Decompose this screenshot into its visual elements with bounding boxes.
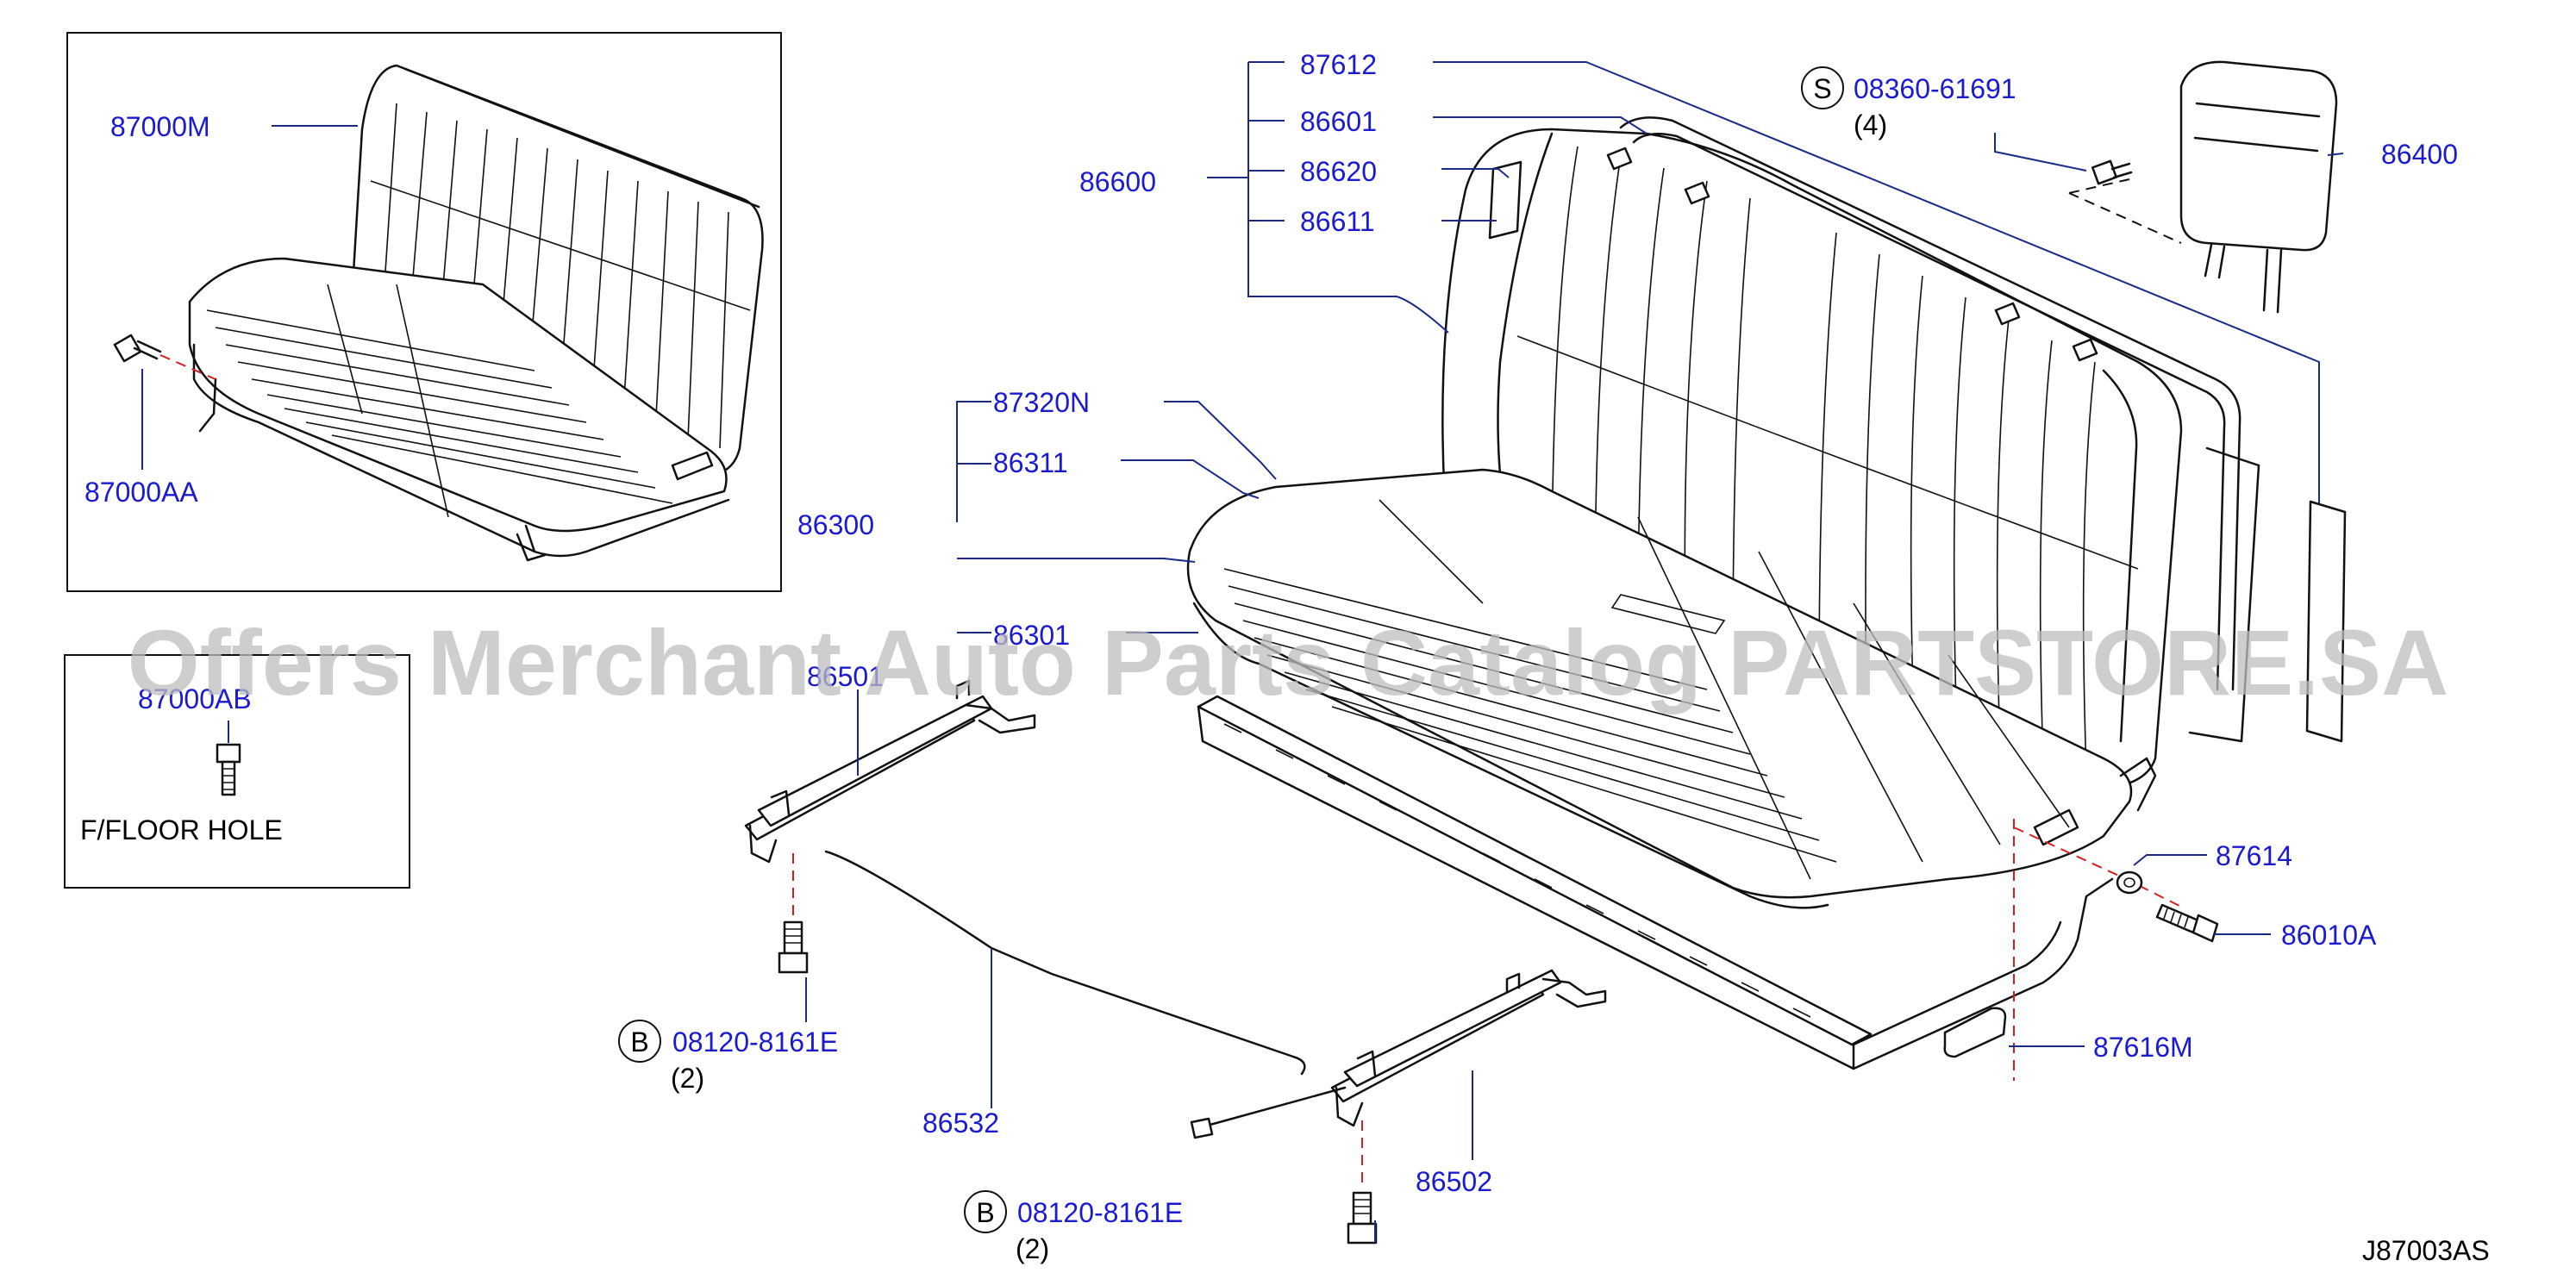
label-86010A[interactable]: 86010A — [2281, 920, 2377, 951]
label-86301[interactable]: 86301 — [993, 620, 1070, 651]
symbol-b2: B — [976, 1197, 994, 1228]
bolt-08120b-icon — [1347, 1191, 1378, 1245]
symbol-b1: B — [630, 1026, 648, 1058]
leader-lines — [805, 61, 2344, 1243]
label-qty-2-a: (2) — [671, 1063, 704, 1094]
label-87320N[interactable]: 87320N — [993, 387, 1090, 418]
headrest-86400-drawing — [2179, 60, 2338, 314]
symbol-s: S — [1813, 73, 1831, 104]
watermark: Offers Merchant Auto Parts Catalog PARTS… — [128, 610, 2448, 714]
complete-seat-drawing — [188, 64, 764, 562]
dash-86010A — [2013, 827, 2182, 908]
label-86311[interactable]: 86311 — [993, 447, 1068, 478]
label-86601[interactable]: 86601 — [1300, 106, 1377, 137]
symbol-b1-circle: B — [618, 1020, 661, 1063]
inset-floor-hole-box — [64, 654, 410, 889]
inset-complete-seat-box — [66, 32, 782, 592]
washer-87614-icon — [2116, 870, 2143, 895]
label-86300[interactable]: 86300 — [797, 509, 874, 540]
link-wire-86532-drawing — [824, 850, 1347, 1139]
bolt-86010A-icon — [2155, 903, 2219, 943]
label-86502[interactable]: 86502 — [1416, 1166, 1492, 1197]
label-86501[interactable]: 86501 — [807, 661, 884, 692]
bolt-87000AA-icon — [113, 334, 216, 380]
label-87612[interactable]: 87612 — [1300, 49, 1377, 80]
label-87616M[interactable]: 87616M — [2093, 1032, 2193, 1063]
label-08360-61691[interactable]: 08360-61691 — [1854, 73, 2016, 104]
label-86600[interactable]: 86600 — [1079, 166, 1156, 197]
label-86611[interactable]: 86611 — [1300, 206, 1375, 237]
seat-slide-86501-drawing — [744, 679, 1036, 864]
symbol-b2-circle: B — [964, 1190, 1007, 1233]
seat-slide-86502-drawing — [1330, 969, 1607, 1127]
bolt-08360-icon — [2068, 159, 2182, 244]
label-86620[interactable]: 86620 — [1300, 156, 1377, 187]
label-86532[interactable]: 86532 — [922, 1107, 999, 1139]
label-08120-8161E-b[interactable]: 08120-8161E — [1017, 1197, 1183, 1228]
bolt-08120a-icon — [778, 920, 809, 974]
label-86400[interactable]: 86400 — [2381, 139, 2458, 170]
label-87000AB[interactable]: 87000AB — [138, 683, 252, 714]
label-87614[interactable]: 87614 — [2216, 840, 2292, 871]
seat-cushion-drawing — [1186, 468, 2157, 1070]
symbol-s-circle: S — [1801, 66, 1844, 109]
label-87000M[interactable]: 87000M — [110, 111, 210, 142]
hook-87616M-icon — [1943, 1007, 2007, 1058]
label-floor-hole: F/FLOOR HOLE — [80, 814, 283, 845]
bolt-87000AB-icon — [216, 743, 241, 796]
label-87000AA[interactable]: 87000AA — [84, 477, 198, 508]
label-qty-4: (4) — [1854, 109, 1887, 140]
label-08120-8161E-a[interactable]: 08120-8161E — [672, 1026, 838, 1058]
label-qty-2-b: (2) — [1016, 1233, 1049, 1264]
diagram-id: J87003AS — [2362, 1235, 2490, 1266]
